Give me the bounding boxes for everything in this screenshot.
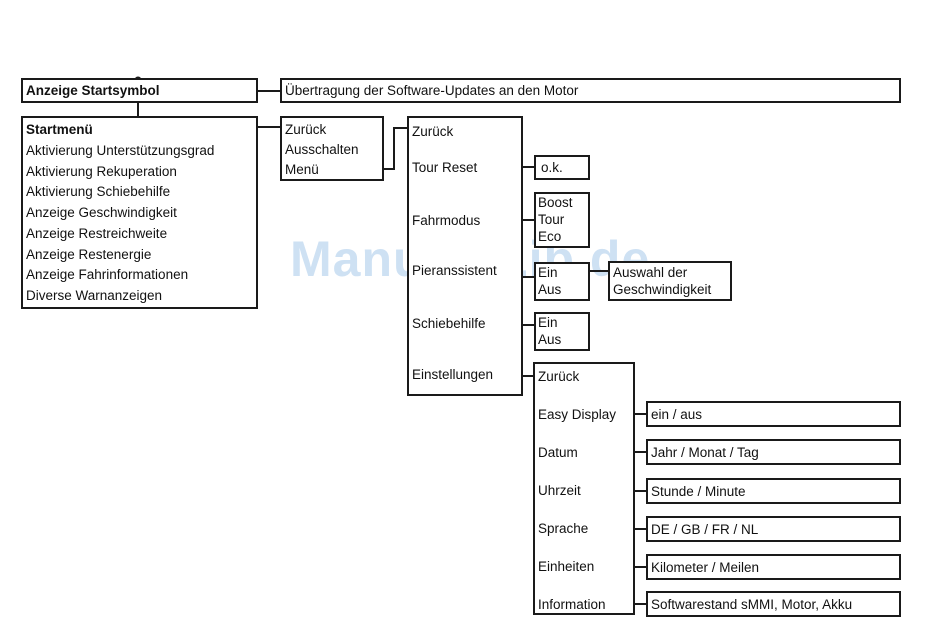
connector-tempomat-options xyxy=(523,276,535,278)
start-symbol-box: Anzeige Startsymbol xyxy=(21,78,258,103)
menu2-box: Zurück Tour Reset Fahrmodus Pieranssiste… xyxy=(407,116,523,396)
menu2-item-fahrmodus: Fahrmodus xyxy=(412,213,481,228)
startmenu-item: Anzeige Geschwindigkeit xyxy=(26,205,177,220)
tempomat-option-ein: Ein xyxy=(538,265,558,280)
connector-settings-value xyxy=(635,451,648,453)
settings-value: ein / aus xyxy=(651,407,703,422)
settings-value: Kilometer / Meilen xyxy=(651,560,760,575)
connector-settings-value xyxy=(635,566,648,568)
menu1-item-menu: Menü xyxy=(285,162,319,177)
settings-value-box: Stunde / Minute xyxy=(646,478,901,504)
schiebehilfe-option-ein: Ein xyxy=(538,315,558,330)
start-symbol-label: Anzeige Startsymbol xyxy=(26,83,160,98)
connector-tourreset-ok xyxy=(523,166,535,168)
tempomat-options-box: Ein Aus xyxy=(534,262,590,301)
startmenu-item: Aktivierung Rekuperation xyxy=(26,164,177,179)
connector-settings-value xyxy=(635,490,648,492)
connector-startmenu-menu1 xyxy=(258,126,282,128)
startmenu-title: Startmenü xyxy=(26,122,93,137)
settings-item-sprache: Sprache xyxy=(538,521,589,536)
connector-menu1-menu2-v xyxy=(393,127,395,170)
menu2-item-back: Zurück xyxy=(412,124,454,139)
startmenu-item: Anzeige Restreichweite xyxy=(26,226,168,241)
fahrmodus-option-boost: Boost xyxy=(538,195,573,210)
schiebehilfe-options-box: Ein Aus xyxy=(534,312,590,351)
connector-fahrmodus-options xyxy=(523,219,535,221)
settings-item-back: Zurück xyxy=(538,369,580,384)
settings-value-box: Jahr / Monat / Tag xyxy=(646,439,901,465)
startmenu-item: Anzeige Fahrinformationen xyxy=(26,267,189,282)
connector-schiebehilfe-options xyxy=(523,324,535,326)
connector-ein-speed xyxy=(590,270,610,272)
settings-value: DE / GB / FR / NL xyxy=(651,522,759,537)
startmenu-item: Diverse Warnanzeigen xyxy=(26,288,163,303)
menu2-item-tempomat: Pieranssistent xyxy=(412,263,497,278)
settings-box: Zurück Easy Display Datum Uhrzeit Sprach… xyxy=(533,362,635,615)
settings-value-box: ein / aus xyxy=(646,401,901,427)
connector-einstellungen-settings xyxy=(523,375,535,377)
fahrmodus-options-box: Boost Tour Eco xyxy=(534,192,590,248)
menu1-item-off: Ausschalten xyxy=(285,142,359,157)
menu2-item-schiebehilfe: Schiebehilfe xyxy=(412,316,486,331)
fahrmodus-option-eco: Eco xyxy=(538,229,562,244)
connector-settings-value xyxy=(635,603,648,605)
settings-value: Softwarestand sMMI, Motor, Akku xyxy=(651,597,853,612)
connector-settings-value xyxy=(635,413,648,415)
connector-menu1-menu2-h2 xyxy=(393,127,409,129)
settings-item-uhrzeit: Uhrzeit xyxy=(538,483,581,498)
startmenu-item: Aktivierung Schiebehilfe xyxy=(26,184,171,199)
settings-value-box: Softwarestand sMMI, Motor, Akku xyxy=(646,591,901,617)
settings-value-box: Kilometer / Meilen xyxy=(646,554,901,580)
menu1-box: Zurück Ausschalten Menü xyxy=(280,116,384,181)
settings-item-information: Information xyxy=(538,597,606,612)
speed-select-line1: Auswahl der xyxy=(613,265,688,280)
startmenu-item: Aktivierung Unterstützungsgrad xyxy=(26,143,215,158)
speed-select-box: Auswahl der Geschwindigkeit xyxy=(608,261,732,301)
schiebehilfe-option-aus: Aus xyxy=(538,332,562,347)
menu1-item-back: Zurück xyxy=(285,122,327,137)
fahrmodus-option-tour: Tour xyxy=(538,212,565,227)
tempomat-option-aus: Aus xyxy=(538,282,562,297)
menu2-item-tour-reset: Tour Reset xyxy=(412,160,478,175)
settings-value-box: DE / GB / FR / NL xyxy=(646,516,901,542)
settings-item-easy-display: Easy Display xyxy=(538,407,617,422)
ok-box: o.k. xyxy=(534,155,590,180)
connector-start-update xyxy=(258,90,280,92)
connector-menu1-menu2-h1 xyxy=(384,168,395,170)
startmenu-box: Startmenü Aktivierung Unterstützungsgrad… xyxy=(21,116,258,309)
software-update-box: Übertragung der Software-Updates an den … xyxy=(280,78,901,103)
settings-value: Jahr / Monat / Tag xyxy=(651,445,759,460)
startmenu-item: Anzeige Restenergie xyxy=(26,247,152,262)
software-update-label: Übertragung der Software-Updates an den … xyxy=(285,83,579,98)
settings-item-datum: Datum xyxy=(538,445,578,460)
settings-item-einheiten: Einheiten xyxy=(538,559,595,574)
settings-value: Stunde / Minute xyxy=(651,484,746,499)
menu2-item-einstellungen: Einstellungen xyxy=(412,367,494,382)
connector-start-startmenu xyxy=(137,103,139,117)
speed-select-line2: Geschwindigkeit xyxy=(613,282,712,297)
connector-settings-value xyxy=(635,528,648,530)
ok-label: o.k. xyxy=(541,160,563,175)
